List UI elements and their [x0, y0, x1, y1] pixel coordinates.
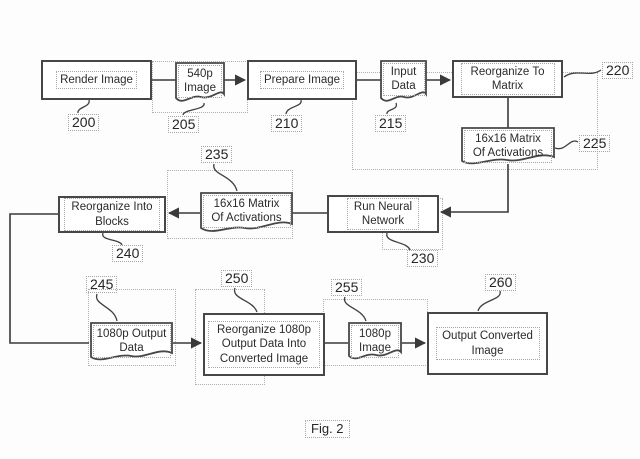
node-reorganize-into-blocks: Reorganize Into Blocks	[58, 196, 166, 233]
node-prepare-image: Prepare Image	[247, 60, 357, 100]
leader-line-205	[182, 102, 205, 116]
ref-label-250: 250	[221, 270, 253, 288]
leader-line-220	[563, 69, 602, 78]
node-540p-image: 540p Image	[175, 62, 225, 107]
node-reorganize-1080p-output: Reorganize 1080p Output Data Into Conver…	[203, 313, 325, 376]
ref-label-240: 240	[112, 245, 144, 263]
node-label-540p-image: 540p Image	[178, 65, 222, 98]
node-run-neural-network: Run Neural Network	[327, 195, 439, 233]
node-16x16-matrix-235: 16x16 Matrix Of Activations	[200, 192, 293, 237]
node-reorganize-to-matrix: Reorganize To Matrix	[452, 60, 563, 98]
ref-label-255: 255	[331, 279, 363, 297]
node-label-1080p-image: 1080p Image	[351, 325, 399, 358]
ref-label-225: 225	[579, 135, 611, 153]
node-label-16x16-matrix-235: 16x16 Matrix Of Activations	[202, 195, 291, 228]
ref-label-220: 220	[602, 62, 634, 80]
ref-label-260: 260	[485, 274, 517, 292]
document-shape	[348, 322, 402, 360]
node-label-input-data: Input Data	[382, 63, 425, 96]
leader-line-255	[343, 296, 367, 322]
leader-line-235	[213, 163, 238, 192]
node-input-data: Input Data	[380, 60, 427, 107]
node-label-16x16-matrix-225: 16x16 Matrix Of Activations	[464, 130, 552, 163]
node-1080p-output-data: 1080p Output Data	[90, 322, 173, 365]
group-outline-245	[88, 289, 176, 366]
node-label-render-image: Render Image	[56, 70, 137, 90]
document-shape	[200, 192, 293, 232]
ref-label-215: 215	[375, 115, 407, 133]
ref-label-205: 205	[168, 116, 200, 134]
node-label-run-neural-network: Run Neural Network	[347, 197, 419, 231]
flow-line-240-245	[9, 213, 89, 344]
ref-label-200: 200	[68, 114, 100, 132]
node-render-image: Render Image	[41, 60, 152, 100]
leader-line-200	[77, 99, 90, 114]
ref-label-210: 210	[271, 115, 303, 133]
leader-line-250	[233, 287, 258, 313]
node-16x16-matrix-225: 16x16 Matrix Of Activations	[461, 127, 555, 169]
leader-line-215	[386, 102, 398, 115]
node-label-reorganize-into-blocks: Reorganize Into Blocks	[64, 198, 160, 231]
document-shape	[461, 127, 555, 165]
ref-label-235: 235	[201, 146, 233, 164]
node-label-output-converted-image: Output Converted Image	[435, 327, 540, 360]
leader-line-245	[95, 293, 118, 322]
ref-label-245: 245	[86, 276, 118, 294]
node-output-converted-image: Output Converted Image	[427, 312, 548, 375]
document-shape	[90, 322, 173, 361]
node-label-reorganize-1080p-output: Reorganize 1080p Output Data Into Conver…	[208, 320, 320, 369]
leader-line-240	[102, 232, 123, 246]
leader-line-230	[386, 232, 411, 251]
ref-label-230: 230	[407, 250, 439, 268]
flow-arrow-225-230	[439, 164, 509, 218]
node-label-1080p-output-data: 1080p Output Data	[92, 325, 171, 358]
node-1080p-image: 1080p Image	[348, 322, 402, 364]
document-shape	[380, 60, 427, 102]
figure-caption: Fig. 2	[305, 420, 350, 439]
leader-line-210	[285, 99, 302, 115]
node-label-reorganize-to-matrix: Reorganize To Matrix	[460, 62, 555, 96]
leader-line-260	[477, 290, 501, 312]
leader-line-225	[554, 140, 579, 150]
node-label-prepare-image: Prepare Image	[259, 70, 345, 90]
